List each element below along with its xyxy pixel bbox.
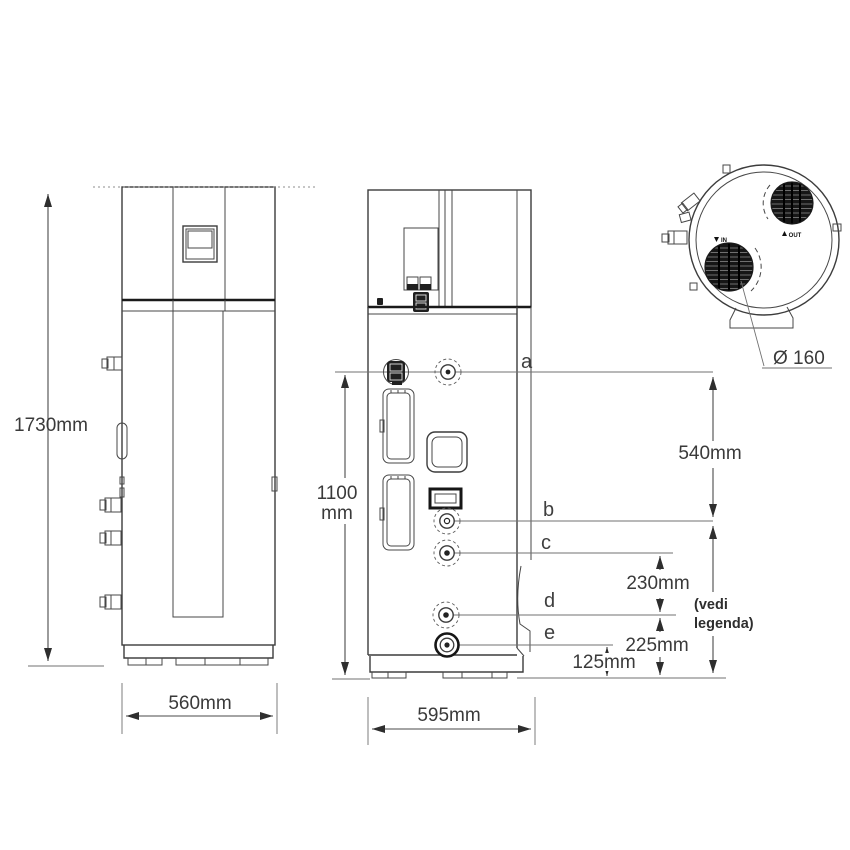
- top-pipe-fitting: [677, 192, 701, 214]
- leader-line: [740, 280, 765, 367]
- duct-arc: [762, 184, 771, 220]
- front-base: [123, 645, 274, 666]
- dim-d-to-base-label: 225mm: [625, 635, 688, 656]
- side-detail-right: [271, 476, 278, 492]
- pipe-stub-cap: [99, 596, 107, 608]
- front-tank-seam-panel: [172, 310, 224, 618]
- tank-top-inner-ring: [695, 171, 833, 309]
- legend-note-line1: (vedi: [694, 597, 728, 613]
- pipe-stub-cap: [101, 358, 109, 369]
- duct-arc: [750, 247, 762, 292]
- connection-b: [433, 507, 461, 535]
- wall-bracket-fitting: [383, 359, 409, 385]
- pipe-stub-icon: [104, 530, 122, 546]
- rear-height-dim-label-line1: 1100: [317, 483, 358, 504]
- side-detail: [119, 476, 125, 485]
- side-detail: [119, 487, 125, 498]
- top-view: IN OUT Ø 160: [661, 164, 842, 369]
- rim-clip: [832, 223, 842, 232]
- rear-height-dimension: 1100 mm: [317, 375, 358, 675]
- side-handle: [116, 422, 128, 460]
- side-pipe-fittings: [99, 356, 278, 610]
- bottom-bracket: [729, 306, 794, 329]
- rear-view: a b c d e 1100 mm 595mm: [317, 189, 726, 745]
- duct-diameter-callout: Ø 160: [740, 280, 832, 369]
- square-access-panel: [426, 431, 468, 473]
- rim-clip: [689, 282, 698, 291]
- rear-side-seam: [517, 565, 531, 652]
- connection-e: [434, 632, 460, 658]
- dim-c-to-d-label: 230mm: [626, 573, 689, 594]
- connection-label-e: e: [544, 622, 555, 644]
- front-height-dimension: 1730mm: [14, 186, 317, 667]
- rear-corner: [516, 647, 525, 657]
- air-out-arrow-icon: [782, 231, 787, 236]
- front-width-dimension: 560mm: [121, 683, 278, 734]
- front-width-dim-label: 560mm: [168, 693, 231, 714]
- air-in-grille: [704, 242, 754, 292]
- rear-foot-left: [371, 671, 407, 679]
- front-height-dim-label: 1730mm: [14, 415, 88, 436]
- air-in-label: IN: [721, 238, 727, 244]
- front-foot-left: [127, 657, 163, 666]
- cable-gland-port: [428, 487, 463, 510]
- access-cover-upper: [379, 388, 415, 464]
- rear-height-dim-label-line2: mm: [321, 503, 353, 524]
- rear-top-section: [367, 189, 532, 308]
- dim-a-to-b-label: 540mm: [678, 443, 741, 464]
- connection-height-dimensions: 540mm (vedi legenda) 230mm 225mm 125mm: [571, 377, 754, 676]
- small-fitting: [377, 298, 383, 305]
- pipe-stub-icon: [104, 497, 122, 513]
- air-out-label: OUT: [789, 233, 802, 239]
- front-foot-right: [175, 657, 269, 666]
- rear-foot-right: [442, 671, 508, 679]
- front-body-outline: [121, 186, 276, 646]
- label-mask: [622, 635, 694, 654]
- terminal-blocks: [406, 276, 432, 291]
- dim-e-to-base-label: 125mm: [572, 652, 635, 673]
- pipe-stub-icon: [104, 594, 122, 610]
- legend-note-line2: legenda): [694, 616, 754, 632]
- tank-top-outline: [688, 164, 840, 316]
- electrical-panel: [403, 227, 439, 291]
- duct-diameter-label: Ø 160: [773, 348, 825, 369]
- label-mask: [571, 653, 639, 671]
- connection-label-c: c: [541, 532, 551, 554]
- air-out-grille: [770, 181, 814, 225]
- connection-a: [434, 358, 462, 386]
- pipe-stub-cap: [99, 532, 107, 544]
- pipe-stub-cap: [99, 499, 107, 511]
- rear-width-dim-label: 595mm: [417, 705, 480, 726]
- rear-base: [369, 656, 524, 679]
- connection-label-d: d: [544, 590, 555, 612]
- cable-connector: [413, 292, 429, 312]
- rim-clip: [722, 164, 731, 174]
- rear-width-dimension: 595mm: [367, 697, 536, 745]
- connection-label-a: a: [521, 351, 533, 373]
- control-display: [182, 225, 218, 263]
- connection-c: [433, 539, 461, 567]
- connection-label-b: b: [543, 499, 554, 521]
- air-in-arrow-icon: [714, 237, 719, 242]
- front-view: 1730mm 560mm: [14, 186, 317, 734]
- top-pipe-fitting: [678, 211, 692, 224]
- access-cover-lower: [379, 474, 415, 551]
- top-pipe-fitting: [661, 230, 688, 245]
- connection-d: [432, 601, 460, 629]
